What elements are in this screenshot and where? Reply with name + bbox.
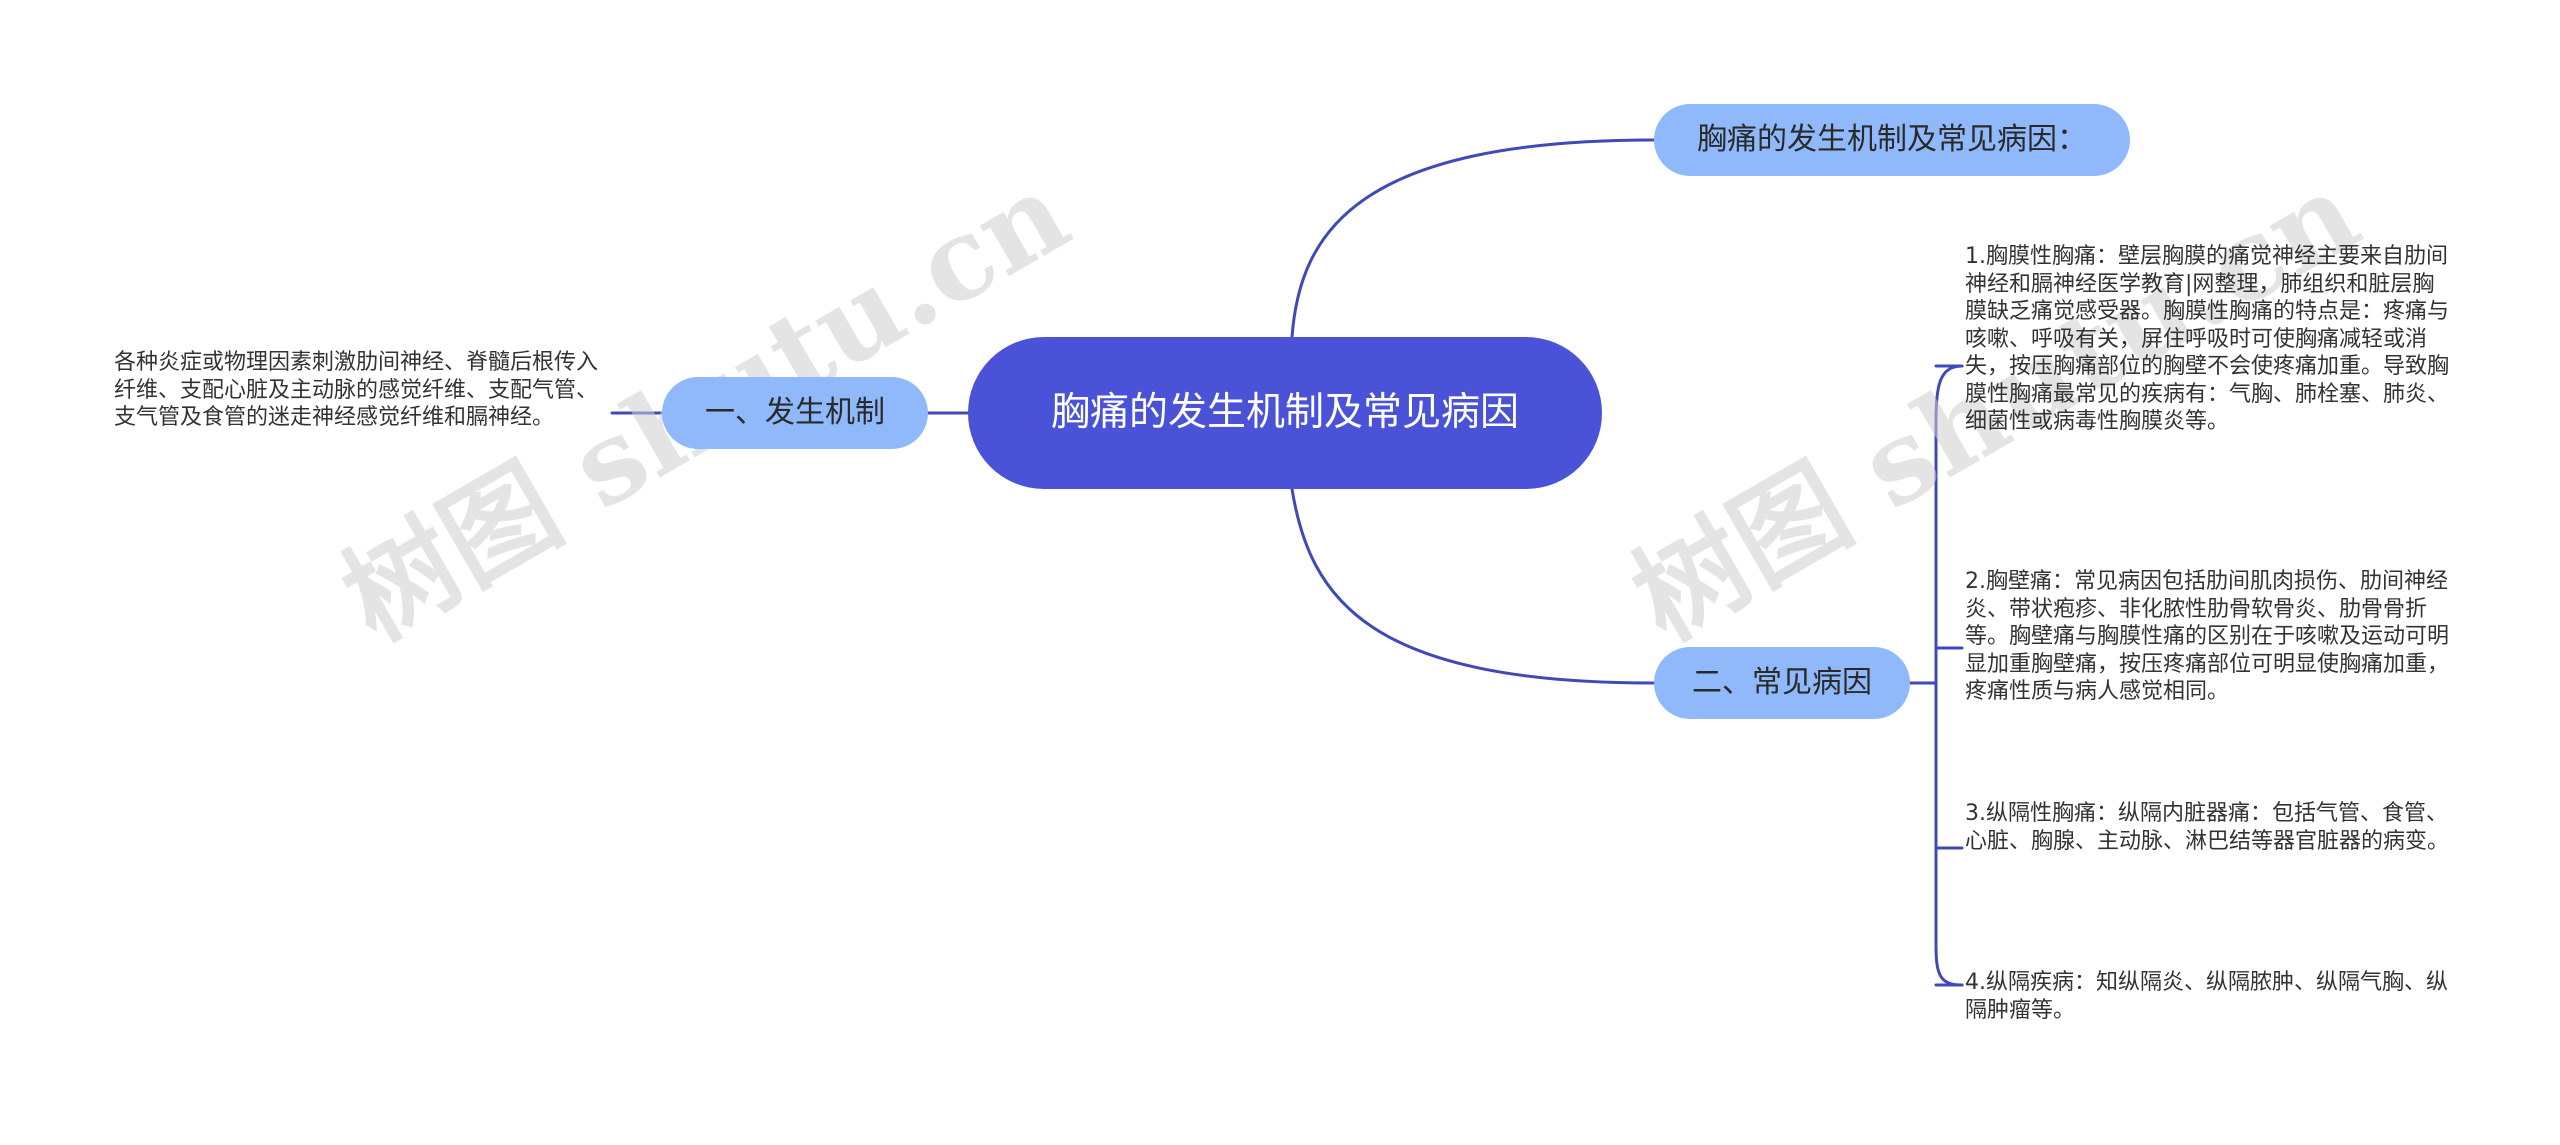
leaf-cause-4[interactable]: 4.纵隔疾病：知纵隔炎、纵隔脓肿、纵隔气胸、纵隔肿瘤等。: [1965, 970, 2448, 1023]
branch-title-label: 胸痛的发生机制及常见病因：: [1697, 122, 2087, 157]
leaf-cause-1[interactable]: 1.胸膜性胸痛：壁层胸膜的痛觉神经主要来自肋间神经和膈神经医学教育|网整理，肺组…: [1965, 244, 2450, 434]
central-topic[interactable]: 胸痛的发生机制及常见病因: [968, 337, 1602, 489]
central-topic-label: 胸痛的发生机制及常见病因: [1050, 390, 1519, 435]
branch-mechanism[interactable]: 一、发生机制: [662, 377, 928, 449]
branch-title[interactable]: 胸痛的发生机制及常见病因：: [1654, 104, 2130, 176]
branch-common-causes[interactable]: 二、常见病因: [1654, 647, 1910, 719]
leaf-cause-2[interactable]: 2.胸壁痛：常见病因包括肋间肌肉损伤、肋间神经炎、带状疱疹、非化脓性肋骨软骨炎、…: [1965, 569, 2450, 704]
connector-bracket: [1934, 364, 1964, 987]
leaf-mechanism[interactable]: 各种炎症或物理因素刺激肋间神经、脊髓后根传入纤维、支配心脏及主动脉的感觉纤维、支…: [114, 350, 599, 430]
leaf-cause-3[interactable]: 3.纵隔性胸痛：纵隔内脏器痛：包括气管、食管、心脏、胸腺、主动脉、淋巴结等器官脏…: [1965, 801, 2450, 854]
branch-mechanism-label: 一、发生机制: [705, 395, 885, 430]
connector-central-to-causes: [1290, 487, 1656, 685]
branch-common-causes-label: 二、常见病因: [1692, 665, 1872, 700]
connector-central-to-title-branch: [1290, 138, 1656, 339]
